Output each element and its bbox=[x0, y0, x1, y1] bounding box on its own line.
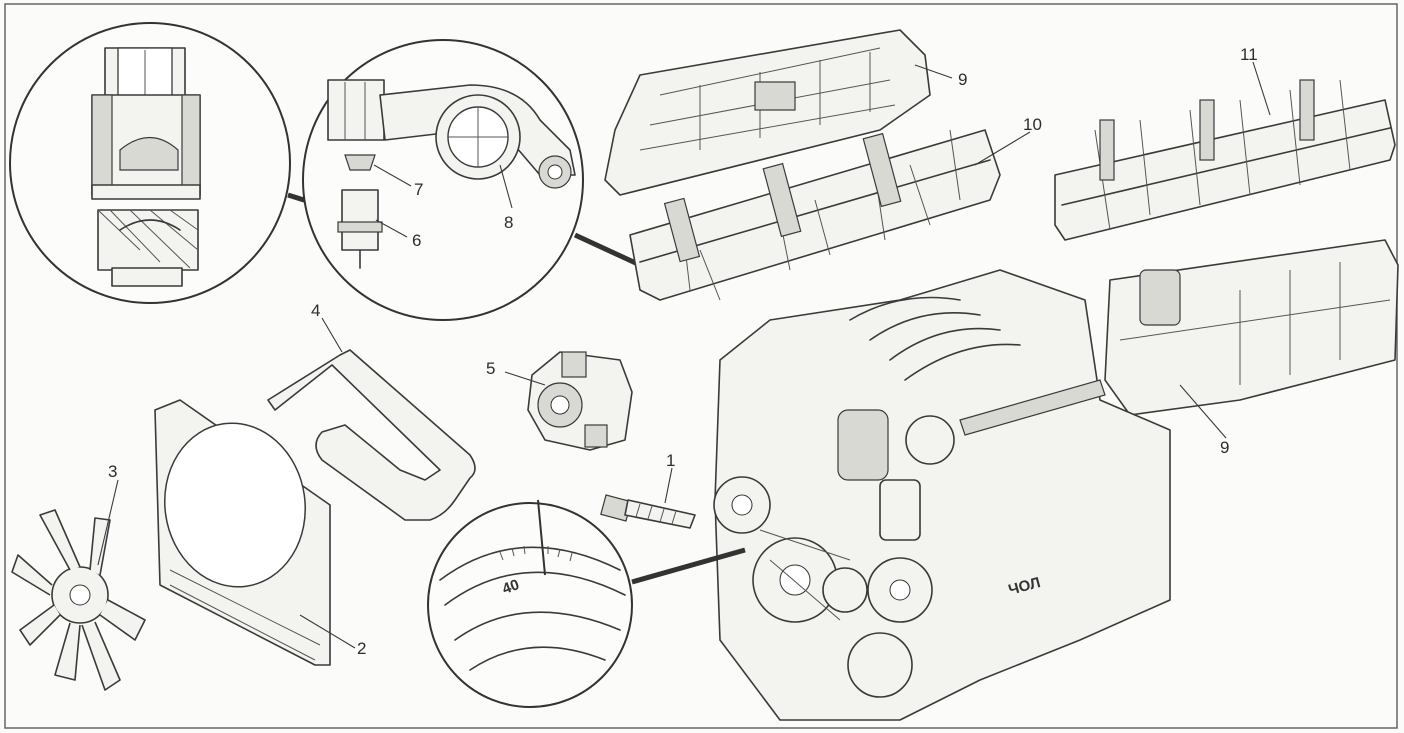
diagram-border bbox=[4, 3, 1398, 729]
timing-mark-label: 40 bbox=[500, 576, 521, 598]
callout-10: 10 bbox=[1023, 115, 1042, 134]
rocker-arm-assembly bbox=[629, 129, 1001, 301]
callout-7: 7 bbox=[414, 180, 423, 199]
callout-8: 8 bbox=[504, 213, 513, 232]
callout-6: 6 bbox=[412, 231, 421, 250]
engine-block: ЧОЛ bbox=[713, 269, 1171, 721]
detail-circle-rocker-arm bbox=[302, 39, 584, 321]
callout-9-lower: 9 bbox=[1220, 438, 1229, 457]
part-5-pulley bbox=[527, 351, 633, 451]
lifter-cap-part-7 bbox=[344, 154, 376, 171]
part-1-bolt bbox=[600, 494, 696, 529]
callout-3: 3 bbox=[108, 462, 117, 481]
valve-cover-upper bbox=[604, 29, 931, 196]
callout-11: 11 bbox=[1240, 45, 1258, 64]
rocker-arm-assembly-right bbox=[1054, 79, 1396, 241]
detail-circle-lifter-section bbox=[9, 22, 291, 304]
part-2-fan-shroud bbox=[154, 399, 331, 666]
valve-cover-lower bbox=[1104, 239, 1399, 416]
part-3-cooling-fan bbox=[11, 509, 146, 691]
leader-lines bbox=[97, 61, 1271, 649]
callout-5: 5 bbox=[486, 359, 495, 378]
part-4-drive-belt bbox=[267, 349, 476, 521]
callout-1: 1 bbox=[666, 451, 675, 470]
detail-circle-timing-mark: 40 bbox=[427, 499, 633, 708]
detail-connector-line bbox=[573, 232, 642, 268]
callout-2: 2 bbox=[357, 639, 366, 658]
lifter-part-6 bbox=[341, 189, 379, 251]
detail-connector-line bbox=[631, 547, 746, 585]
callout-9-upper: 9 bbox=[958, 70, 967, 89]
callout-4: 4 bbox=[311, 301, 320, 320]
